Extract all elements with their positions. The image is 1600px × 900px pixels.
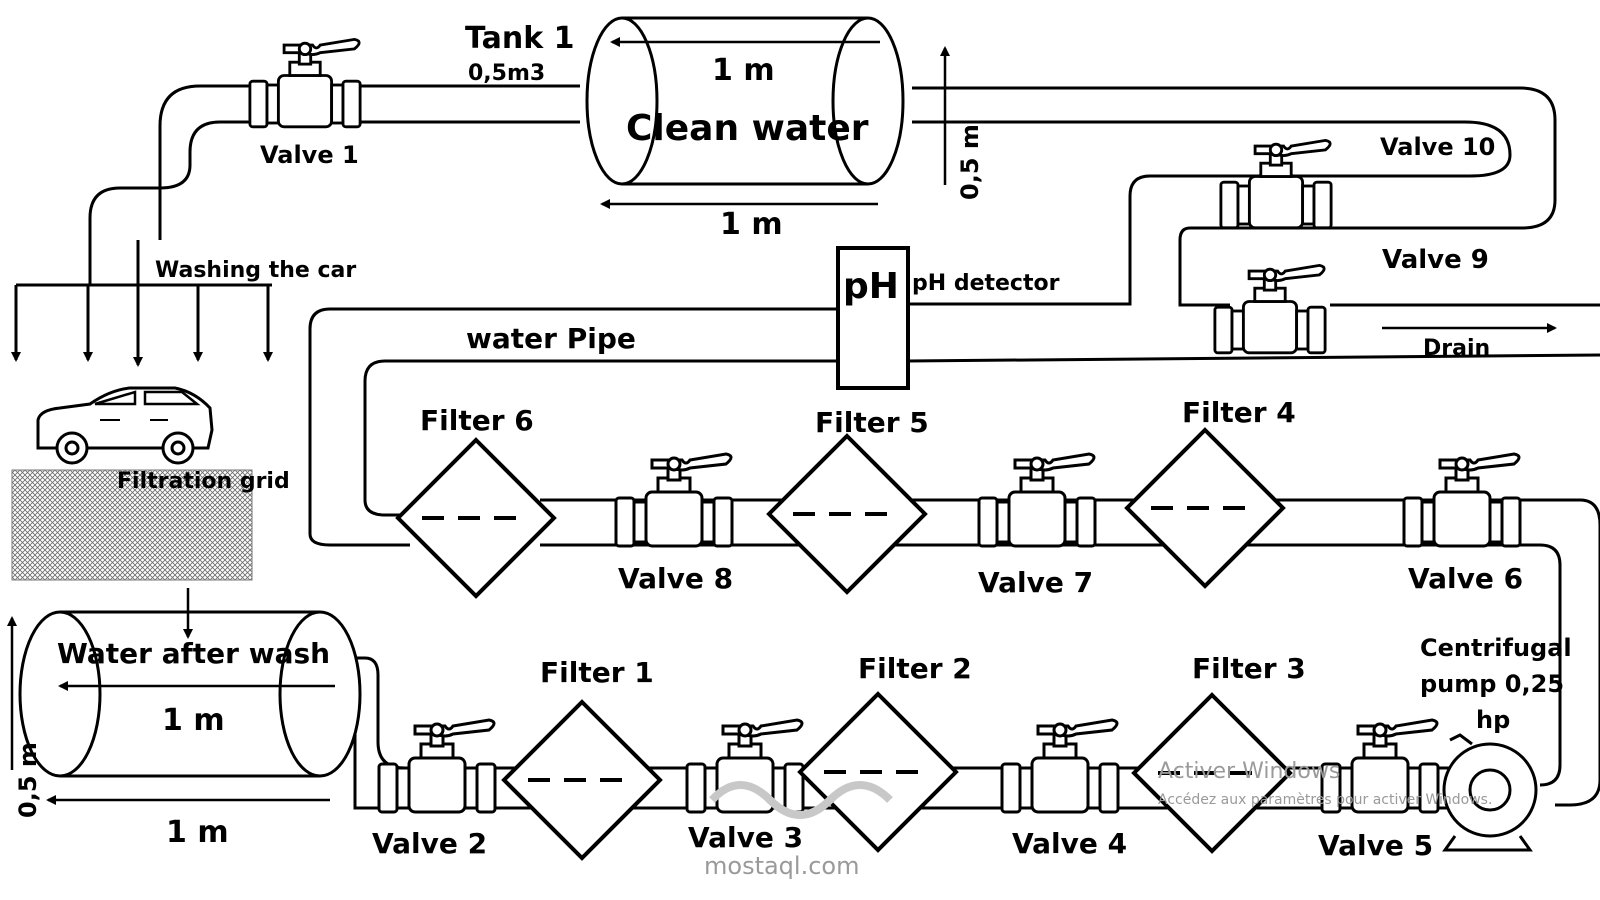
- ph-detector-label: pH detector: [912, 271, 1060, 296]
- pipe-tank1-to-valve1: [158, 84, 580, 240]
- washing-sprinklers: [11, 283, 273, 367]
- tank-1-body: [622, 16, 868, 186]
- pipe-ph-inner: [363, 359, 840, 517]
- pipe-valve10-to-ph: [908, 120, 1512, 306]
- mostaql-watermark: mostaql.com: [704, 852, 859, 880]
- filter-5-label: Filter 5: [815, 406, 929, 439]
- tank-1-capacity: 0,5m3: [468, 61, 545, 86]
- valve-6-icon: [1402, 452, 1522, 548]
- valve-9-icon: [1213, 263, 1327, 355]
- filtration-grid: [11, 469, 253, 581]
- pump-label-line-2: pump 0,25: [1420, 670, 1564, 698]
- tank-1-right-cap: [831, 16, 905, 186]
- valve-1-icon: [248, 37, 362, 129]
- valve-6-label: Valve 6: [1408, 562, 1523, 595]
- pump-label-line-3: hp: [1476, 706, 1510, 734]
- pipe-ph-outer: [308, 307, 840, 547]
- valve-7-icon: [977, 452, 1097, 548]
- pipe-valve1-to-washing: [88, 120, 580, 285]
- tank-1-height: 0,5 m: [956, 124, 984, 200]
- tank-1-left-cap: [585, 16, 659, 186]
- pipe-upper-row-bottom: [540, 543, 1562, 787]
- filter-4-icon: [1124, 427, 1286, 589]
- valves: [248, 37, 1522, 814]
- tank-2: [6, 588, 362, 805]
- filter-6-label: Filter 6: [420, 404, 534, 437]
- tank-1-length-bottom: 1 m: [720, 207, 783, 242]
- filter-6-icon: [395, 437, 557, 599]
- windows-activation-title: Activer Windows: [1158, 759, 1340, 784]
- tank-1-length-top: 1 m: [712, 53, 775, 88]
- tank-2-length-bottom: 1 m: [166, 815, 229, 850]
- valve-2-label: Valve 2: [372, 827, 487, 860]
- windows-activation-subtitle: Accédez aux paramètres pour activer Wind…: [1158, 792, 1492, 808]
- valve-5-icon: [1320, 718, 1440, 814]
- tank-1-content: Clean water: [626, 108, 869, 149]
- drain-label: Drain: [1423, 336, 1490, 361]
- mostaql-logo: [709, 781, 893, 819]
- tank-1: [585, 16, 950, 209]
- filtration-grid-label: Filtration grid: [117, 469, 290, 494]
- watermarks: Activer Windows Accédez aux paramètres p…: [704, 759, 1492, 880]
- ph-symbol: pH: [843, 266, 899, 307]
- valve-9-label: Valve 9: [1382, 245, 1489, 275]
- tank-2-height: 0,5 m: [14, 742, 42, 818]
- filter-4-label: Filter 4: [1182, 396, 1296, 429]
- valve-5-label: Valve 5: [1318, 829, 1433, 862]
- ph-detector: [836, 246, 910, 390]
- filters: [395, 427, 1293, 861]
- washing-label: Washing the car: [155, 258, 356, 283]
- pump-label-line-1: Centrifugal: [1420, 634, 1572, 662]
- tank-2-content: Water after wash: [57, 637, 330, 670]
- filter-2-label: Filter 2: [858, 652, 972, 685]
- valve-3-icon: [685, 718, 805, 814]
- valve-8-label: Valve 8: [618, 562, 733, 595]
- pipe-upper-row-top: [540, 498, 1600, 807]
- valve-7-label: Valve 7: [978, 566, 1093, 599]
- valve-4-label: Valve 4: [1012, 827, 1127, 860]
- labels: Tank 1 0,5m3 1 m Clean water 1 m 0,5 m V…: [14, 21, 1572, 862]
- pipe-tank1-to-valve10: [912, 86, 1557, 307]
- valve-8-icon: [614, 452, 734, 548]
- filter-3-label: Filter 3: [1192, 652, 1306, 685]
- valve-1-label: Valve 1: [260, 141, 359, 169]
- car-icon: [36, 386, 214, 465]
- tank-2-body: [60, 610, 320, 778]
- tank-2-length-inside: 1 m: [162, 703, 225, 738]
- filter-2-icon: [797, 691, 959, 853]
- valve-10-label: Valve 10: [1380, 133, 1495, 161]
- valve-3-label: Valve 3: [688, 821, 803, 854]
- filter-3-icon: [1131, 692, 1293, 854]
- valve-10-icon: [1219, 138, 1333, 230]
- filter-5-icon: [766, 433, 928, 595]
- tank-2-left-cap: [18, 610, 102, 778]
- valve-4-icon: [1000, 718, 1120, 814]
- filter-1-label: Filter 1: [540, 656, 654, 689]
- valve-2-icon: [377, 718, 497, 814]
- centrifugal-pump-icon: [1442, 733, 1538, 852]
- tank-1-title: Tank 1: [465, 21, 574, 56]
- tank-2-right-cap: [278, 610, 362, 778]
- filter-1-icon: [501, 699, 663, 861]
- water-pipe-label: water Pipe: [466, 322, 636, 355]
- pipe-drain-bottom: [907, 353, 1600, 363]
